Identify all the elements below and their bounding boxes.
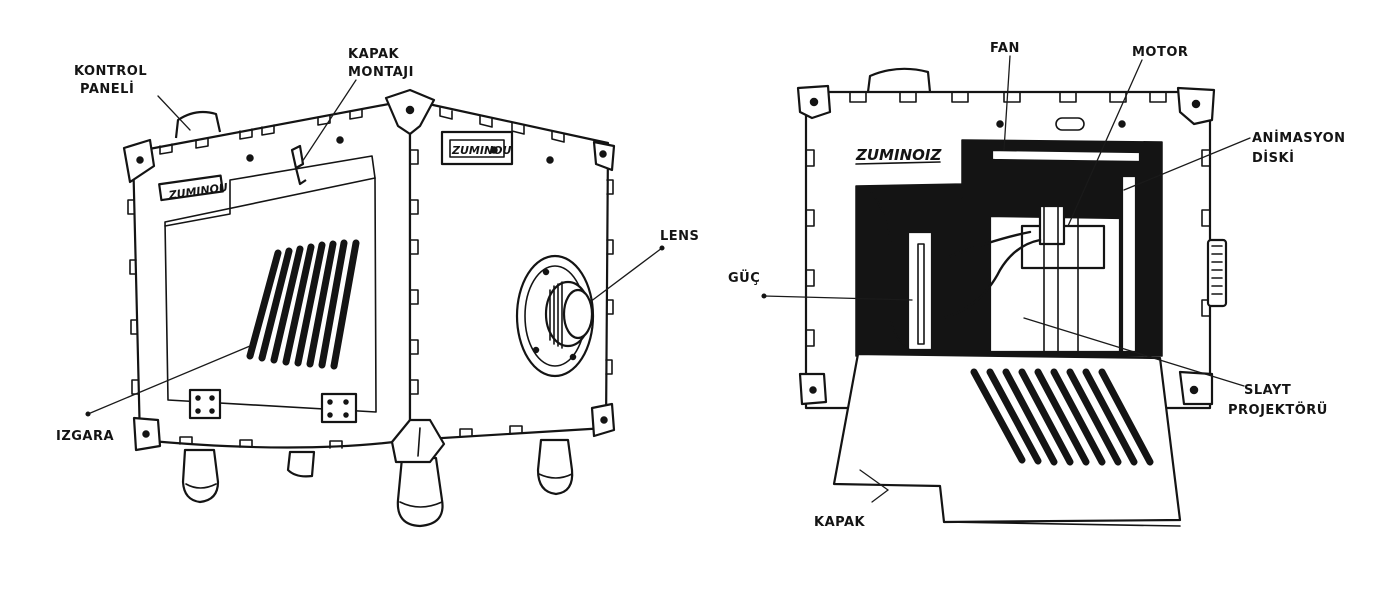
label-fan: FAN	[990, 41, 1020, 56]
label-slayt-line1: SLAYT	[1244, 383, 1291, 398]
label-motor: MOTOR	[1132, 45, 1188, 60]
lens-assembly	[515, 254, 595, 378]
hinge	[320, 392, 358, 424]
side-brand-plate	[440, 130, 514, 166]
side-brand-text: ZUMINOU	[451, 144, 512, 157]
label-guc: GÜÇ	[728, 270, 760, 286]
open-projector: ZUMINOIZ	[728, 41, 1346, 530]
label-disk-line2: DİSKİ	[1252, 150, 1294, 166]
leg-back	[286, 450, 316, 478]
top-handle	[866, 67, 932, 93]
power-unit	[906, 230, 934, 352]
inside-brand-text: ZUMINOIZ	[855, 146, 942, 164]
leg-right	[536, 438, 574, 496]
hinge	[188, 388, 222, 420]
animation-disk	[1120, 174, 1138, 354]
label-lens: LENS	[660, 229, 699, 244]
front-brand-plate	[158, 174, 224, 202]
control-panel-handle	[174, 110, 222, 139]
leg-front-left	[181, 448, 220, 504]
label-kontrol-line2: PANELİ	[80, 81, 134, 97]
lid-latch	[290, 144, 305, 170]
label-kapak-line1: KAPAK	[348, 47, 400, 62]
lid-grille-slots	[970, 368, 1154, 466]
leg-front-corner	[396, 456, 444, 528]
label-kapak: KAPAK	[814, 515, 866, 530]
closed-projector: ZUMINOU ZUMINOU	[56, 47, 699, 528]
label-slayt-line2: PROJEKTÖRÜ	[1228, 402, 1328, 418]
side-knob	[1206, 238, 1228, 308]
grille-slots	[246, 239, 360, 370]
fan	[990, 148, 1142, 164]
label-kontrol-line1: KONTROL	[74, 64, 147, 79]
label-kapak-line2: MONTAJI	[348, 65, 414, 80]
label-disk-line1: ANİMASYON	[1252, 130, 1346, 146]
corner-bracket	[390, 418, 446, 464]
lid-panel	[164, 177, 377, 413]
label-izgara: IZGARA	[56, 429, 114, 444]
